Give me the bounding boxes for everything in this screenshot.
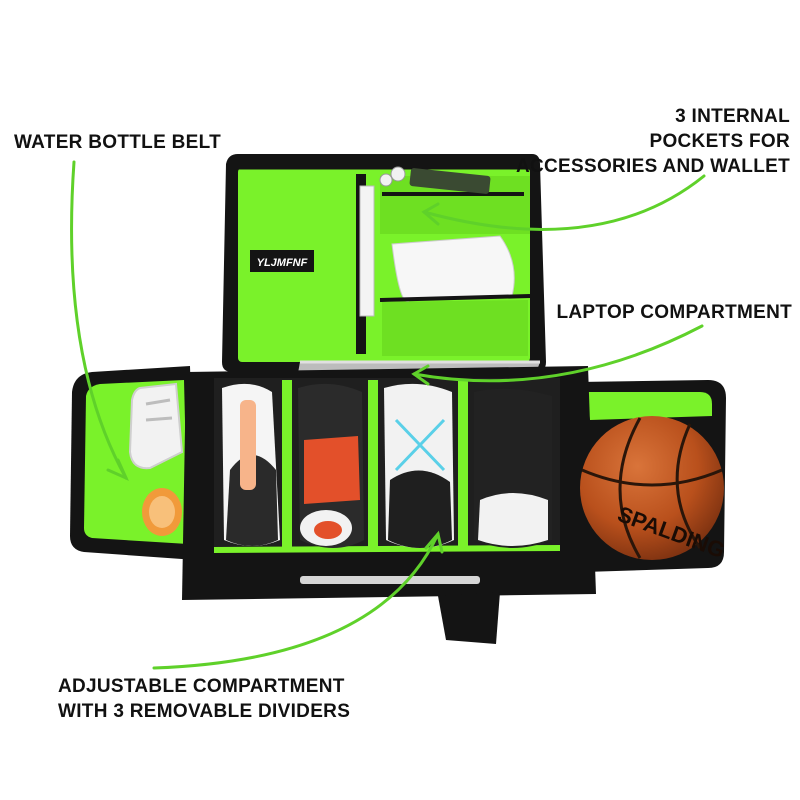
arrowhead-water-bottle-icon bbox=[106, 458, 129, 481]
arrow-dividers bbox=[152, 532, 440, 670]
arrow-water-bottle bbox=[70, 160, 128, 480]
brand-logo: YLJMFNF bbox=[257, 257, 308, 269]
callout-line: ACCESSORIES AND WALLET bbox=[515, 156, 790, 177]
callout-laptop-compartment: LAPTOP COMPARTMENT bbox=[556, 300, 792, 325]
power-bank-icon bbox=[391, 235, 515, 302]
callout-line: ADJUSTABLE COMPARTMENT bbox=[58, 676, 345, 697]
main-compartment bbox=[182, 366, 596, 600]
brand-tag: YLJMFNF bbox=[250, 250, 314, 272]
callout-water-bottle-belt: WATER BOTTLE BELT bbox=[14, 130, 221, 155]
arrow-laptop bbox=[412, 324, 704, 383]
arrowhead-dividers-icon bbox=[424, 530, 444, 554]
callout-line: 3 INTERNAL bbox=[675, 106, 790, 127]
callout-line: WITH 3 REMOVABLE DIVIDERS bbox=[58, 701, 351, 722]
callout-line: POCKETS FOR bbox=[649, 131, 790, 152]
bag-handle bbox=[300, 576, 500, 644]
arrowhead-laptop-icon bbox=[411, 364, 430, 386]
callout-line: LAPTOP COMPARTMENT bbox=[556, 302, 792, 323]
callout-line: WATER BOTTLE BELT bbox=[14, 132, 222, 153]
callout-adjustable-compartment: ADJUSTABLE COMPARTMENT WITH 3 REMOVABLE … bbox=[58, 674, 350, 724]
internal-pockets bbox=[356, 166, 531, 356]
divider-2 bbox=[368, 380, 378, 550]
water-bottle-belt bbox=[128, 382, 184, 536]
callout-arrows bbox=[70, 160, 706, 670]
divider-1 bbox=[282, 380, 292, 550]
basketball-icon: SPALDING bbox=[580, 416, 728, 563]
divider-3 bbox=[458, 380, 468, 550]
callout-internal-pockets: 3 INTERNAL POCKETS FOR ACCESSORIES AND W… bbox=[516, 104, 790, 179]
arrowhead-pockets-icon bbox=[421, 202, 440, 226]
arrow-pockets bbox=[422, 174, 706, 231]
